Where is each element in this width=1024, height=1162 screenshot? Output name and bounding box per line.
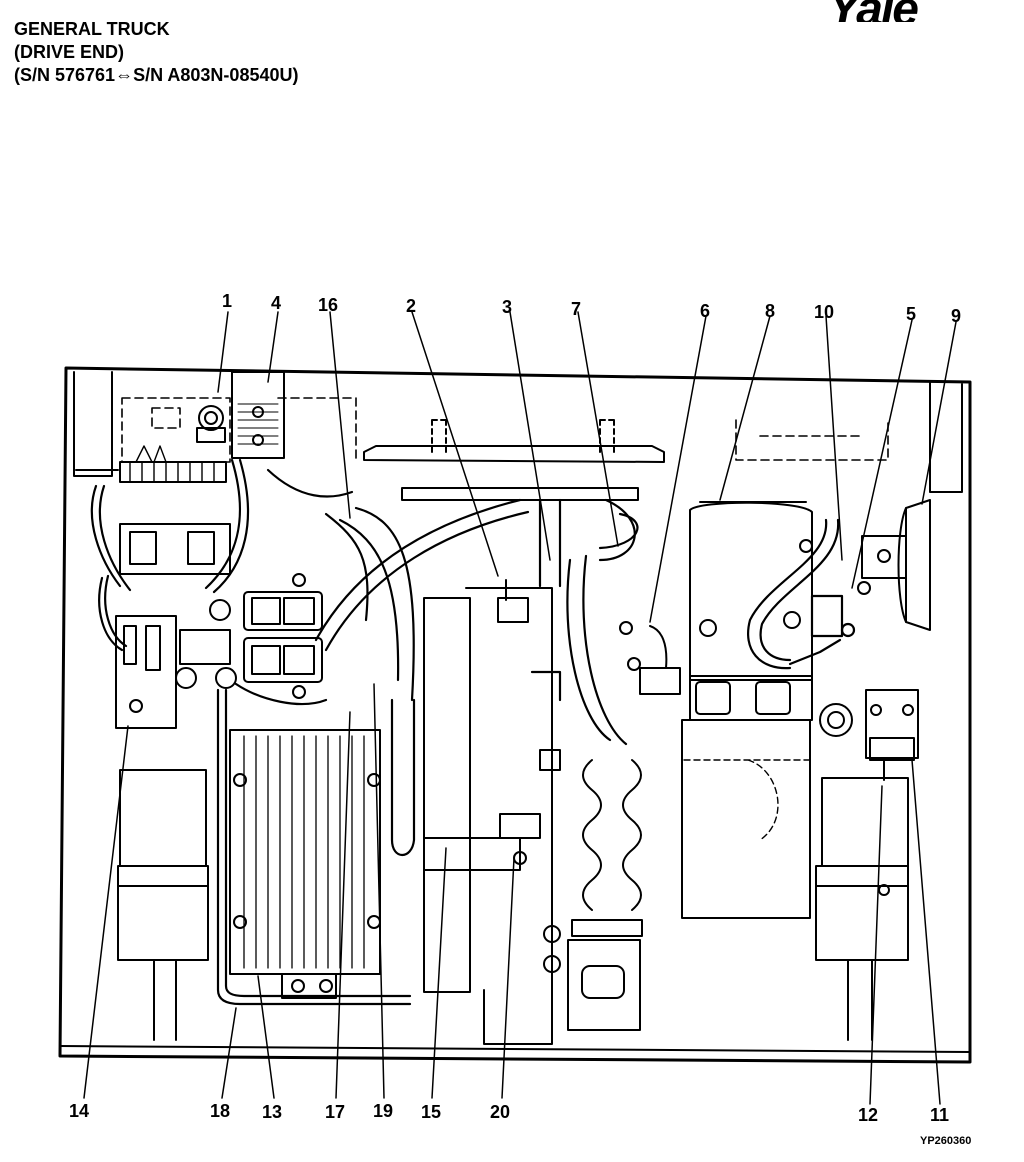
callout-17: 17 <box>325 1102 345 1122</box>
callout-14: 14 <box>69 1101 89 1121</box>
header-serial-range: (S/N 576761⇔S/N A803N-08540U) <box>14 65 299 85</box>
drive-motor <box>423 579 553 1045</box>
header-subtitle: (DRIVE END) <box>14 42 125 62</box>
callout-8: 8 <box>765 301 775 321</box>
callout-13: 13 <box>262 1102 282 1122</box>
key-switch <box>196 405 226 443</box>
callouts: 1 4 16 2 3 7 6 8 10 5 9 14 18 13 17 19 1… <box>69 291 961 1125</box>
spring-valve <box>543 759 643 1031</box>
hydraulic-reservoir <box>681 703 853 919</box>
callout-16: 16 <box>318 295 338 315</box>
brand-logo: Yale <box>828 0 1024 22</box>
pressure-switch <box>619 621 681 695</box>
fuse-panel <box>231 371 285 459</box>
callout-6: 6 <box>700 301 710 321</box>
callout-12: 12 <box>858 1105 878 1125</box>
callout-20: 20 <box>490 1102 510 1122</box>
wiring-harness <box>90 458 530 1006</box>
terminal-board <box>115 615 177 729</box>
callout-1: 1 <box>222 291 232 311</box>
top-mounting-bracket <box>363 419 665 501</box>
terminal-strip <box>119 445 227 483</box>
callout-2: 2 <box>406 296 416 316</box>
right-battery-connector <box>815 777 909 1041</box>
pump-cable <box>747 518 856 670</box>
callout-9: 9 <box>951 306 961 326</box>
left-battery-connector <box>117 769 209 1041</box>
hydraulic-hoses <box>530 498 639 746</box>
callout-19: 19 <box>373 1101 393 1121</box>
brake-switch-bracket <box>865 689 919 781</box>
brand-logo-word: Yale <box>828 0 919 22</box>
figure-code: YP260360 <box>920 1135 972 1147</box>
header-title: GENERAL TRUCK <box>14 19 170 39</box>
callout-5: 5 <box>906 304 916 324</box>
callout-15: 15 <box>421 1102 441 1122</box>
callout-11: 11 <box>930 1105 949 1125</box>
motor-controller <box>229 729 381 999</box>
callout-4: 4 <box>271 293 281 313</box>
page-header: GENERAL TRUCK (DRIVE END) (S/N 576761⇔S/… <box>14 18 298 87</box>
horn <box>857 499 931 631</box>
relay-pair <box>119 523 231 575</box>
callout-7: 7 <box>571 299 581 319</box>
callout-10: 10 <box>814 302 834 322</box>
pump-motor <box>689 501 813 721</box>
contactor-assembly <box>175 573 323 699</box>
callout-18: 18 <box>210 1101 230 1121</box>
callout-3: 3 <box>502 297 512 317</box>
compartment-frame <box>58 366 972 1064</box>
callout-leaders <box>83 311 957 1105</box>
